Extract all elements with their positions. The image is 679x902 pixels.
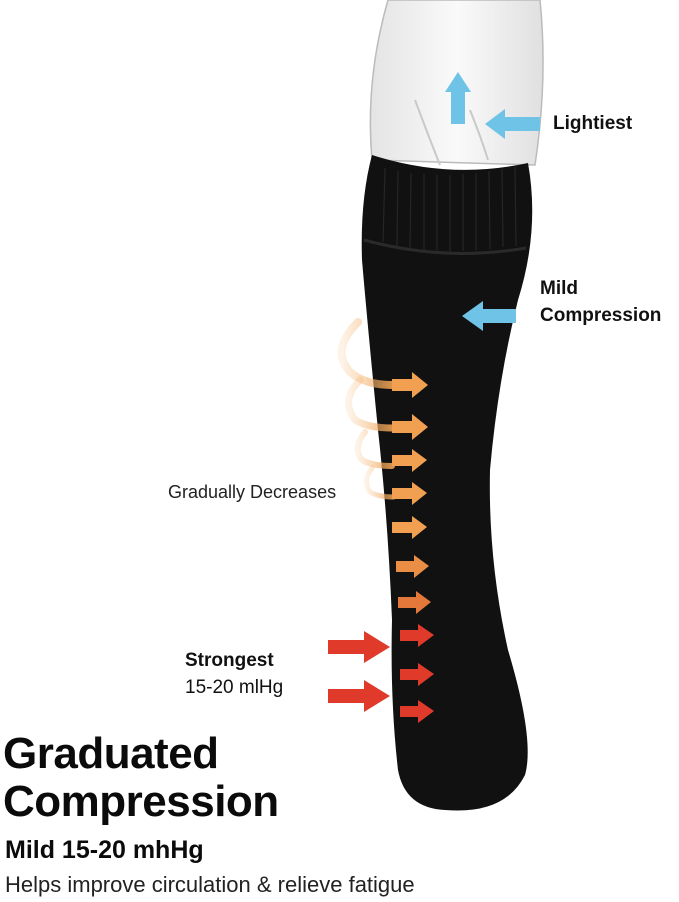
headline-line1: Graduated <box>3 729 219 778</box>
headline: Graduated Compression <box>3 730 279 826</box>
right-arrow-icon <box>328 631 390 663</box>
strongest-label: Strongest 15-20 mlHg <box>185 647 283 701</box>
subhead: Mild 15-20 mhHg <box>5 836 204 864</box>
right-arrow-icon <box>392 482 427 505</box>
tagline: Helps improve circulation & relieve fati… <box>5 872 415 897</box>
sock-cuff <box>363 238 527 255</box>
swoosh-arc-icon <box>337 318 397 500</box>
left-arrow-icon <box>485 109 540 139</box>
mild-label-line1: Mild <box>540 278 578 299</box>
lightest-label: Lightiest <box>553 113 633 134</box>
headline-line2: Compression <box>3 777 279 826</box>
gradually-decreases-label: Gradually Decreases <box>168 482 337 502</box>
mild-compression-label: Mild Compression <box>540 275 661 329</box>
mild-label-line2: Compression <box>540 305 662 326</box>
up-arrow-icon <box>445 72 471 124</box>
right-arrow-icon <box>400 624 434 647</box>
right-arrow-icon <box>392 449 427 472</box>
right-arrow-icon <box>398 591 431 614</box>
knee-shading <box>414 99 489 166</box>
strongest-label-line1: Strongest <box>185 650 274 671</box>
left-arrow-icon <box>462 301 516 331</box>
strongest-label-line2: 15-20 mlHg <box>185 677 284 698</box>
right-arrow-icon <box>396 555 429 578</box>
right-arrow-icon <box>400 663 434 686</box>
right-arrow-icon <box>392 414 428 440</box>
right-arrow-icon <box>400 700 434 723</box>
right-arrow-icon <box>392 372 428 398</box>
right-arrow-icon <box>328 680 390 712</box>
right-arrow-icon <box>392 516 427 539</box>
